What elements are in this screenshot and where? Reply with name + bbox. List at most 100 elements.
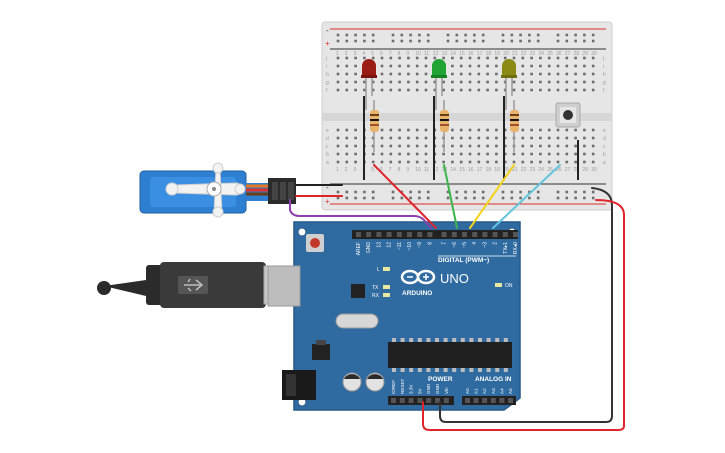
rail-hole[interactable] (455, 190, 459, 194)
breadboard-hole[interactable] (583, 88, 586, 92)
breadboard-hole[interactable] (424, 144, 428, 148)
breadboard-hole[interactable] (354, 56, 357, 60)
breadboard-hole[interactable] (389, 56, 393, 60)
breadboard-hole[interactable] (486, 160, 489, 164)
breadboard-hole[interactable] (530, 144, 533, 148)
servo-motor[interactable] (139, 162, 296, 218)
breadboard-hole[interactable] (512, 160, 516, 164)
digital-pin-holes[interactable] (356, 232, 518, 237)
rail-hole[interactable] (519, 196, 522, 200)
breadboard-hole[interactable] (547, 64, 551, 68)
breadboard-hole[interactable] (574, 128, 577, 132)
breadboard-hole[interactable] (415, 64, 419, 68)
breadboard-hole[interactable] (539, 136, 542, 140)
breadboard-hole[interactable] (380, 56, 384, 60)
rail-hole[interactable] (591, 196, 595, 200)
breadboard-hole[interactable] (468, 128, 472, 132)
rail-hole[interactable] (409, 190, 412, 194)
breadboard-hole[interactable] (547, 152, 551, 156)
breadboard-hole[interactable] (345, 152, 349, 156)
breadboard-hole[interactable] (371, 160, 375, 164)
rail-hole[interactable] (446, 33, 450, 37)
breadboard-hole[interactable] (424, 88, 428, 92)
rail-hole[interactable] (528, 39, 531, 43)
rail-hole[interactable] (363, 190, 366, 194)
breadboard-hole[interactable] (468, 144, 472, 148)
breadboard-hole[interactable] (512, 88, 516, 92)
breadboard-hole[interactable] (389, 88, 393, 92)
digital-pin-hole[interactable] (427, 232, 433, 237)
rail-hole[interactable] (345, 33, 349, 37)
breadboard-hole[interactable] (512, 152, 516, 156)
digital-pin-hole[interactable] (462, 232, 467, 237)
breadboard-hole[interactable] (477, 88, 481, 92)
breadboard-hole[interactable] (442, 80, 445, 84)
breadboard-hole[interactable] (345, 64, 349, 68)
rail-hole[interactable] (556, 196, 560, 200)
rail-hole[interactable] (446, 190, 450, 194)
rail-hole[interactable] (481, 190, 485, 194)
breadboard-hole[interactable] (547, 80, 551, 84)
rail-hole[interactable] (473, 190, 476, 194)
digital-pin-hole[interactable] (482, 232, 488, 237)
breadboard-hole[interactable] (521, 136, 525, 140)
breadboard-hole[interactable] (380, 136, 384, 140)
breadboard-hole[interactable] (363, 56, 366, 60)
breadboard-hole[interactable] (556, 72, 560, 76)
breadboard-hole[interactable] (345, 56, 349, 60)
breadboard-hole[interactable] (468, 160, 472, 164)
breadboard-hole[interactable] (415, 160, 419, 164)
breadboard-hole[interactable] (477, 144, 481, 148)
breadboard-hole[interactable] (407, 144, 410, 148)
breadboard-hole[interactable] (591, 160, 595, 164)
breadboard-hole[interactable] (345, 144, 349, 148)
breadboard-hole[interactable] (495, 160, 498, 164)
breadboard-hole[interactable] (591, 88, 595, 92)
rail-hole[interactable] (556, 190, 560, 194)
rail-hole[interactable] (473, 39, 476, 43)
breadboard-hole[interactable] (451, 88, 454, 92)
breadboard-hole[interactable] (336, 56, 340, 60)
breadboard-hole[interactable] (574, 152, 577, 156)
breadboard-hole[interactable] (433, 56, 437, 60)
breadboard-hole[interactable] (459, 88, 463, 92)
rail-hole[interactable] (528, 190, 531, 194)
breadboard-hole[interactable] (556, 144, 560, 148)
red-led[interactable] (361, 59, 377, 110)
rail-hole[interactable] (336, 39, 340, 43)
breadboard-hole[interactable] (521, 88, 525, 92)
breadboard-hole[interactable] (583, 144, 586, 148)
breadboard-hole[interactable] (530, 136, 533, 140)
breadboard-hole[interactable] (398, 144, 401, 148)
breadboard-hole[interactable] (380, 64, 384, 68)
breadboard-hole[interactable] (556, 152, 560, 156)
rail-hole[interactable] (363, 33, 366, 37)
rail-hole[interactable] (455, 196, 459, 200)
breadboard-hole[interactable] (345, 160, 349, 164)
breadboard-hole[interactable] (556, 56, 560, 60)
rail-hole[interactable] (536, 196, 540, 200)
breadboard-hole[interactable] (433, 88, 437, 92)
breadboard-hole[interactable] (398, 128, 401, 132)
breadboard-hole[interactable] (486, 144, 489, 148)
rail-hole[interactable] (510, 196, 514, 200)
breadboard-hole[interactable] (477, 56, 481, 60)
analog-pin-hole[interactable] (473, 398, 479, 403)
rail-hole[interactable] (336, 196, 340, 200)
breadboard-hole[interactable] (451, 64, 454, 68)
breadboard-hole[interactable] (451, 152, 454, 156)
breadboard-hole[interactable] (336, 160, 340, 164)
rail-hole[interactable] (464, 33, 467, 37)
rail-hole[interactable] (336, 190, 340, 194)
breadboard-hole[interactable] (336, 128, 340, 132)
digital-pin-hole[interactable] (356, 232, 361, 237)
rail-hole[interactable] (354, 33, 357, 37)
power-pin-hole[interactable] (426, 398, 432, 403)
rail-hole[interactable] (426, 39, 430, 43)
breadboard-hole[interactable] (477, 152, 481, 156)
power-pin-hole[interactable] (408, 398, 414, 403)
rail-hole[interactable] (464, 196, 467, 200)
breadboard-hole[interactable] (547, 88, 551, 92)
breadboard-hole[interactable] (495, 80, 498, 84)
